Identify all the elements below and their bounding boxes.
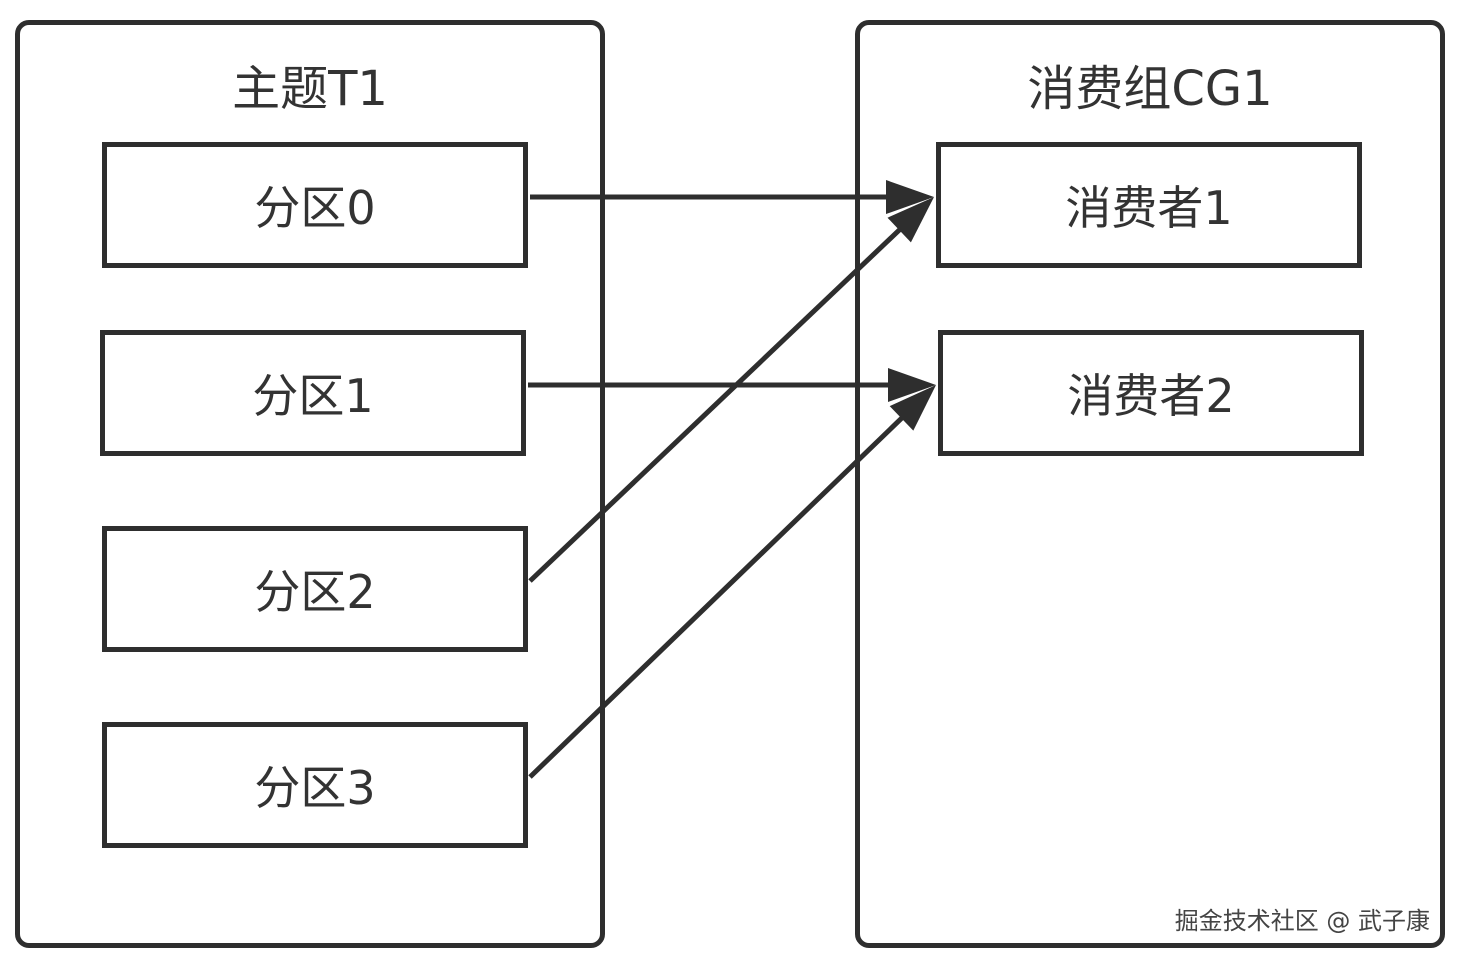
partition-2-node: 分区2 <box>102 526 528 652</box>
watermark-text: 掘金技术社区 @ 武子康 <box>1172 901 1432 936</box>
consumer-1-node: 消费者1 <box>936 142 1362 268</box>
partition-3-node: 分区3 <box>102 722 528 848</box>
partition-1-node: 分区1 <box>100 330 526 456</box>
partition-0-node: 分区0 <box>102 142 528 268</box>
consumer-2-node: 消费者2 <box>938 330 1364 456</box>
topic-group-title: 主题T1 <box>232 61 388 117</box>
consumer-group-title: 消费组CG1 <box>1027 61 1273 117</box>
